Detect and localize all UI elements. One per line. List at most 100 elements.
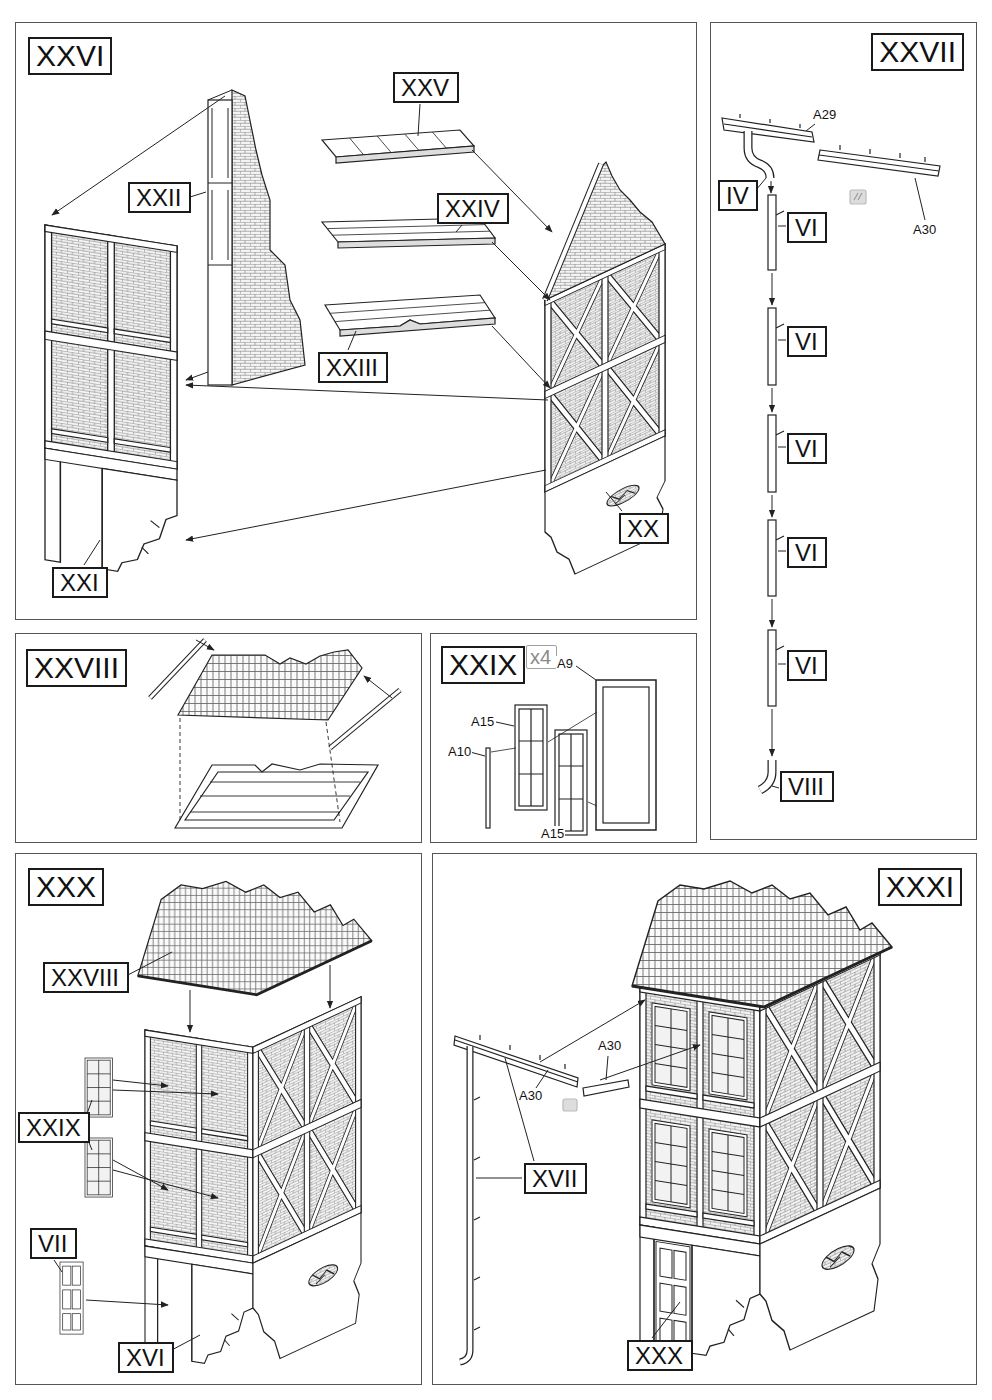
part-number-label: A30 xyxy=(518,1088,543,1103)
wall-assembly-drawing xyxy=(545,244,665,588)
assembly-arrow xyxy=(186,372,208,380)
part-number-label: A30 xyxy=(597,1038,622,1053)
wall-assembly-drawing xyxy=(338,238,495,248)
gutter-drawing xyxy=(460,1046,470,1362)
roof-assembly-drawing xyxy=(150,640,400,828)
gutter-drawing xyxy=(819,145,939,171)
window-assembly-drawing xyxy=(559,734,583,831)
finished-house-drawing xyxy=(632,881,892,1007)
wall-assembly-drawing xyxy=(545,164,601,300)
gutter-drawing xyxy=(768,308,776,385)
assembly-arrow xyxy=(186,470,546,540)
part-label-box: VI xyxy=(787,650,827,681)
step-panel: XXVIIIVVIVIVIVIVIVIII xyxy=(710,22,977,840)
part-number-label: A15 xyxy=(470,714,495,729)
leader-line xyxy=(606,1056,608,1080)
assembly-arrow xyxy=(113,1160,168,1190)
gutter-drawing xyxy=(583,1080,629,1096)
leader-line xyxy=(456,225,462,232)
part-number: XXII xyxy=(136,184,183,211)
leader-line xyxy=(84,540,100,565)
leader-line xyxy=(652,1302,680,1338)
window-assembly-drawing xyxy=(519,709,543,806)
part-number-label: A10 xyxy=(447,744,472,759)
leader-line xyxy=(915,178,925,220)
assembly-arrow xyxy=(113,1080,168,1086)
leader-line xyxy=(418,104,420,136)
window-assembly-drawing xyxy=(491,712,597,806)
assembly-arrow xyxy=(771,181,772,756)
gutter-drawing xyxy=(563,1099,577,1111)
part-number: VIII xyxy=(788,773,826,800)
part-number: XXI xyxy=(60,569,100,596)
part-number-label: A30 xyxy=(912,222,937,237)
leader-line xyxy=(536,1070,548,1088)
assembly-arrow xyxy=(771,181,772,193)
leader-line xyxy=(778,340,786,341)
wall-assembly-drawing xyxy=(232,90,305,385)
part-number-label: A15 xyxy=(540,826,565,841)
part-number: XX xyxy=(627,515,661,542)
assembly-arrow xyxy=(196,640,214,650)
leader-line xyxy=(84,104,622,565)
window-assembly-drawing xyxy=(486,680,656,835)
part-number: XXIII xyxy=(326,354,380,381)
step-panel: XXVIXXVXXIIXXIVXXIIIXXIXX xyxy=(15,22,697,620)
wall-assembly-drawing xyxy=(327,225,490,236)
leader-line xyxy=(470,752,485,756)
part-label-box: XXV xyxy=(393,72,459,103)
leader-line xyxy=(606,492,622,511)
leader-line xyxy=(778,551,786,552)
leader-line xyxy=(505,1058,534,1161)
gutter-drawing xyxy=(724,114,812,137)
part-number: XVII xyxy=(532,1165,579,1192)
roof-assembly-drawing xyxy=(185,772,368,820)
part-number: XXX xyxy=(635,1342,685,1369)
window-assembly-drawing xyxy=(559,734,583,831)
gutter-drawing xyxy=(854,193,862,200)
leader-line xyxy=(778,447,786,448)
part-label-box: XXII xyxy=(128,182,191,213)
leader-line xyxy=(348,331,356,350)
part-label-box: XXI xyxy=(52,567,108,598)
window-assembly-drawing xyxy=(603,687,649,823)
part-label-box: VI xyxy=(787,433,827,464)
leader-line xyxy=(496,722,514,726)
assembly-arrow xyxy=(196,640,392,698)
house-exploded-drawing xyxy=(138,881,372,994)
leader-line xyxy=(756,124,925,788)
assembly-arrow xyxy=(540,1000,645,1062)
part-number: VI xyxy=(795,214,819,241)
gutter-drawing xyxy=(460,1046,470,1362)
gutter-drawing xyxy=(760,760,772,790)
part-number: VI xyxy=(795,652,819,679)
wall-assembly-drawing xyxy=(545,164,601,300)
leader-line xyxy=(772,786,779,788)
step-number: XXVII xyxy=(871,33,964,71)
window-assembly-drawing xyxy=(519,709,543,806)
roof-assembly-drawing xyxy=(178,650,362,720)
assembly-arrow xyxy=(772,495,773,517)
part-number-label: A29 xyxy=(812,107,837,122)
assembly-arrow xyxy=(113,1170,218,1198)
leader-line xyxy=(778,226,786,227)
wall-assembly-drawing xyxy=(336,146,474,163)
leader-line xyxy=(476,1056,680,1338)
leader-line xyxy=(806,124,815,131)
window-assembly-drawing xyxy=(486,748,490,828)
leader-line xyxy=(476,1178,522,1179)
assembly-arrow xyxy=(772,273,773,305)
part-number: VI xyxy=(795,435,819,462)
assembly-arrow xyxy=(540,1000,700,1080)
roof-assembly-drawing xyxy=(180,718,340,822)
window-assembly-drawing xyxy=(555,730,587,835)
gutter-drawing xyxy=(768,520,776,596)
part-label-box: XXIII xyxy=(318,352,388,383)
gutter-drawing xyxy=(768,415,776,492)
part-number: VII xyxy=(38,1230,69,1257)
leader-line xyxy=(470,666,596,835)
leader-line xyxy=(124,952,172,977)
house-exploded-drawing xyxy=(60,1262,83,1334)
assembly-arrow xyxy=(492,242,550,300)
step-number: XXX xyxy=(28,868,104,906)
